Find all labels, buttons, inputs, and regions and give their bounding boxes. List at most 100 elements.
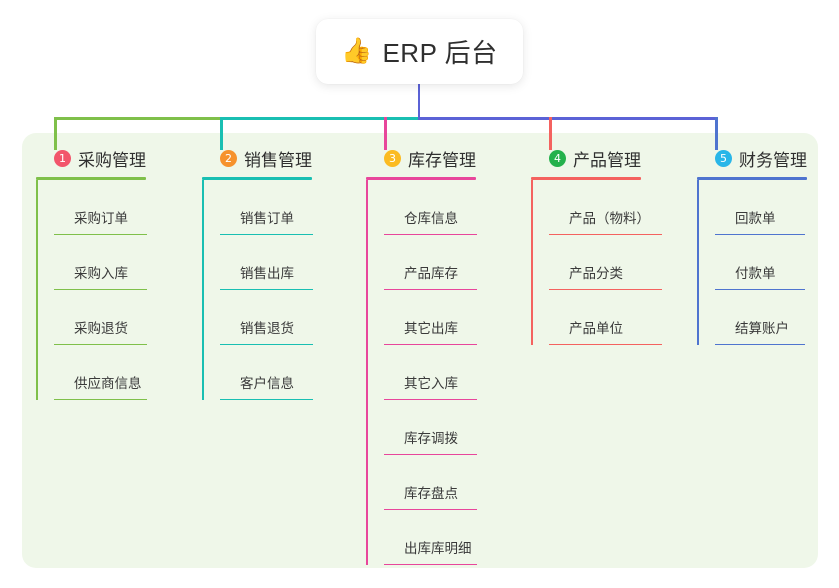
branch-item-rule <box>384 453 477 455</box>
branch-item-rule <box>384 508 477 510</box>
root-node-title: ERP 后台 <box>382 38 498 68</box>
branch-number-badge: 1 <box>54 149 71 167</box>
branch-item-rule <box>54 288 147 290</box>
branch-column-2: 2 销售管理销售订单销售出库销售退货客户信息 <box>202 145 313 400</box>
branch-title: 产品管理 <box>573 150 641 170</box>
branch-item-label: 其它出库 <box>404 321 458 336</box>
branch-item[interactable]: 回款单 <box>715 180 807 235</box>
branch-item-label: 产品分类 <box>569 266 623 281</box>
branch-item-list: 采购订单采购入库采购退货供应商信息 <box>36 180 147 400</box>
branch-header-2[interactable]: 2 销售管理 <box>202 145 312 171</box>
branch-item-label: 产品库存 <box>404 266 458 281</box>
branch-item[interactable]: 其它入库 <box>384 345 477 400</box>
bar-segment-sales <box>220 117 419 120</box>
branch-item-rule <box>54 343 147 345</box>
branch-item[interactable]: 付款单 <box>715 235 807 290</box>
branch-item[interactable]: 结算账户 <box>715 290 807 345</box>
branch-item-label: 产品（物料） <box>569 211 650 226</box>
branch-header-3[interactable]: 3 库存管理 <box>366 145 476 171</box>
branch-item-label: 库存调拨 <box>404 431 458 446</box>
branch-item-label: 采购退货 <box>74 321 128 336</box>
drop-finance <box>715 117 718 150</box>
branch-item-label: 库存盘点 <box>404 486 458 501</box>
branch-item-label: 采购订单 <box>74 211 128 226</box>
branch-item[interactable]: 出库库明细 <box>384 510 477 565</box>
branch-item-rule <box>54 233 147 235</box>
branch-item-label: 供应商信息 <box>74 376 142 391</box>
branch-number-badge: 3 <box>384 149 401 167</box>
branch-item-list: 回款单付款单结算账户 <box>697 180 807 345</box>
branch-item-rule <box>54 398 147 400</box>
branch-number-badge: 4 <box>549 149 566 167</box>
branch-spine <box>366 180 368 565</box>
drop-sales <box>220 117 223 150</box>
branch-item[interactable]: 供应商信息 <box>54 345 147 400</box>
branch-item-rule <box>220 398 313 400</box>
branch-item-rule <box>549 288 662 290</box>
drop-purchase <box>54 117 57 150</box>
branch-item-rule <box>384 288 477 290</box>
branch-column-3: 3 库存管理仓库信息产品库存其它出库其它入库库存调拨库存盘点出库库明细 <box>366 145 477 565</box>
branch-column-4: 4 产品管理产品（物料） 产品分类产品单位 <box>531 145 662 345</box>
branch-item-rule <box>384 398 477 400</box>
drop-product <box>549 117 552 150</box>
branch-spine <box>202 180 204 400</box>
branch-item[interactable]: 产品分类 <box>549 235 662 290</box>
branch-item[interactable]: 产品库存 <box>384 235 477 290</box>
branch-item-label: 客户信息 <box>240 376 294 391</box>
branch-item-label: 其它入库 <box>404 376 458 391</box>
branch-item-rule <box>715 233 805 235</box>
branch-header-1[interactable]: 1 采购管理 <box>36 145 146 171</box>
branch-item-label: 付款单 <box>735 266 776 281</box>
branch-item-label: 出库库明细 <box>404 541 472 556</box>
branch-spine <box>531 180 533 345</box>
branch-item-rule <box>384 563 477 565</box>
drop-inventory <box>384 117 387 150</box>
branch-number-badge: 2 <box>220 149 237 167</box>
branch-title: 销售管理 <box>244 150 312 170</box>
branch-item[interactable]: 仓库信息 <box>384 180 477 235</box>
branch-item[interactable]: 产品（物料） <box>549 180 662 235</box>
branch-item-label: 销售订单 <box>240 211 294 226</box>
branch-header-4[interactable]: 4 产品管理 <box>531 145 641 171</box>
branch-item-label: 结算账户 <box>735 321 789 336</box>
branch-item[interactable]: 销售出库 <box>220 235 313 290</box>
branch-item-rule <box>220 343 313 345</box>
branch-item-rule <box>549 233 662 235</box>
branch-header-rule <box>36 177 146 180</box>
branch-item-label: 销售出库 <box>240 266 294 281</box>
branch-item-label: 仓库信息 <box>404 211 458 226</box>
branch-header-rule <box>202 177 312 180</box>
branch-item-label: 销售退货 <box>240 321 294 336</box>
root-stem <box>417 84 421 120</box>
thumbs-up-icon: 👍 <box>341 37 373 65</box>
branch-header-rule <box>366 177 476 180</box>
branch-item[interactable]: 产品单位 <box>549 290 662 345</box>
branch-item-list: 销售订单销售出库销售退货客户信息 <box>202 180 313 400</box>
branch-item-rule <box>715 343 805 345</box>
branch-item[interactable]: 采购退货 <box>54 290 147 345</box>
branch-title: 采购管理 <box>78 150 146 170</box>
branch-item[interactable]: 采购订单 <box>54 180 147 235</box>
branch-item-list: 产品（物料） 产品分类产品单位 <box>531 180 662 345</box>
branch-title: 库存管理 <box>408 150 476 170</box>
branch-item-rule <box>384 343 477 345</box>
root-node-card[interactable]: 👍 ERP 后台 <box>316 19 523 84</box>
branch-item[interactable]: 销售订单 <box>220 180 313 235</box>
branch-item[interactable]: 采购入库 <box>54 235 147 290</box>
branch-item[interactable]: 库存盘点 <box>384 455 477 510</box>
branch-column-1: 1 采购管理采购订单采购入库采购退货供应商信息 <box>36 145 147 400</box>
branch-item-rule <box>715 288 805 290</box>
branch-item-rule <box>220 233 313 235</box>
branch-item[interactable]: 库存调拨 <box>384 400 477 455</box>
bar-segment-root <box>419 117 715 120</box>
branch-item-list: 仓库信息产品库存其它出库其它入库库存调拨库存盘点出库库明细 <box>366 180 477 565</box>
branch-item-rule <box>384 233 477 235</box>
branch-item[interactable]: 其它出库 <box>384 290 477 345</box>
branch-item[interactable]: 销售退货 <box>220 290 313 345</box>
branch-item[interactable]: 客户信息 <box>220 345 313 400</box>
branch-item-label: 采购入库 <box>74 266 128 281</box>
